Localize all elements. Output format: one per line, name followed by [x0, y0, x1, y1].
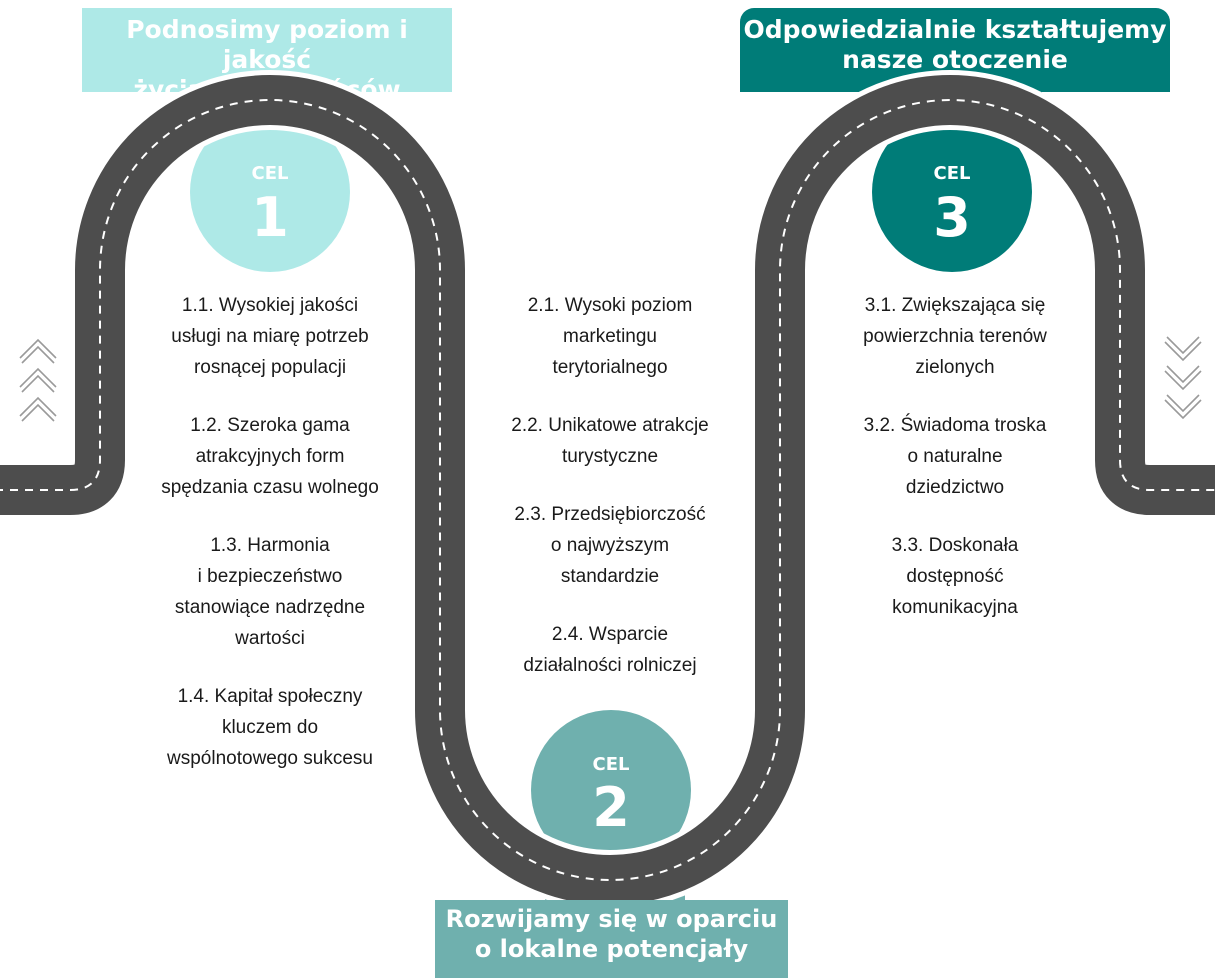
goal2-item-4: 2.4. Wsparcie działalności rolniczej: [523, 624, 697, 676]
goal1-item-1: 1.1. Wysokiej jakości usługi na miarę po…: [171, 295, 369, 378]
goal3-cel-label: CEL: [933, 163, 971, 184]
goal2-banner-line1: Rozwijamy się w oparciu: [445, 905, 778, 933]
goal1-items: 1.1. Wysokiej jakości usługi na miarę po…: [140, 290, 400, 796]
goal1-item-3: 1.3. Harmonia i bezpieczeństwo stanowiąc…: [174, 535, 366, 649]
goal3-item-2: 3.2. Świadoma troska o naturalne dziedzi…: [863, 415, 1047, 498]
goal3-item-3: 3.3. Doskonała dostępność komunikacyjna: [891, 535, 1019, 618]
goal3-circle: [872, 112, 1032, 272]
goal1-cel-label: CEL: [251, 163, 289, 184]
goal2-number: 2: [592, 776, 630, 839]
goal3-items: 3.1. Zwiększająca się powierzchnia teren…: [830, 290, 1080, 645]
goal2-items: 2.1. Wysoki poziom marketingu terytorial…: [490, 290, 730, 703]
goal2-banner-line2: o lokalne potencjały: [474, 935, 749, 963]
chevrons-down-icon: [1164, 336, 1202, 420]
goal2-circle: [531, 710, 691, 870]
goal1-number: 1: [251, 186, 289, 249]
goal2-item-2: 2.2. Unikatowe atrakcje turystyczne: [511, 415, 709, 467]
goal1-item-2: 1.2. Szeroka gama atrakcyjnych form spęd…: [161, 415, 379, 498]
goal3-banner-line1: Odpowiedzialnie kształtujemy: [743, 15, 1167, 44]
goal2-item-3: 2.3. Przedsiębiorczość o najwyższym stan…: [514, 504, 706, 587]
goal2-cel-label: CEL: [592, 754, 630, 775]
goal1-item-4: 1.4. Kapitał społeczny kluczem do wspóln…: [167, 686, 373, 769]
goal2-banner: Rozwijamy się w oparciu o lokalne potenc…: [435, 900, 788, 978]
goal3-item-1: 3.1. Zwiększająca się powierzchnia teren…: [863, 295, 1047, 378]
goal3-number: 3: [933, 186, 971, 249]
road-lane-marking: [0, 99, 1215, 881]
goal1-banner-line1: Podnosimy poziom i jakość: [126, 15, 408, 74]
chevrons-up-icon: [19, 338, 57, 422]
goal2-item-1: 2.1. Wysoki poziom marketingu terytorial…: [527, 295, 693, 378]
goal1-circle: [190, 112, 350, 272]
goal3-banner-line2: nasze otoczenie: [842, 45, 1068, 74]
